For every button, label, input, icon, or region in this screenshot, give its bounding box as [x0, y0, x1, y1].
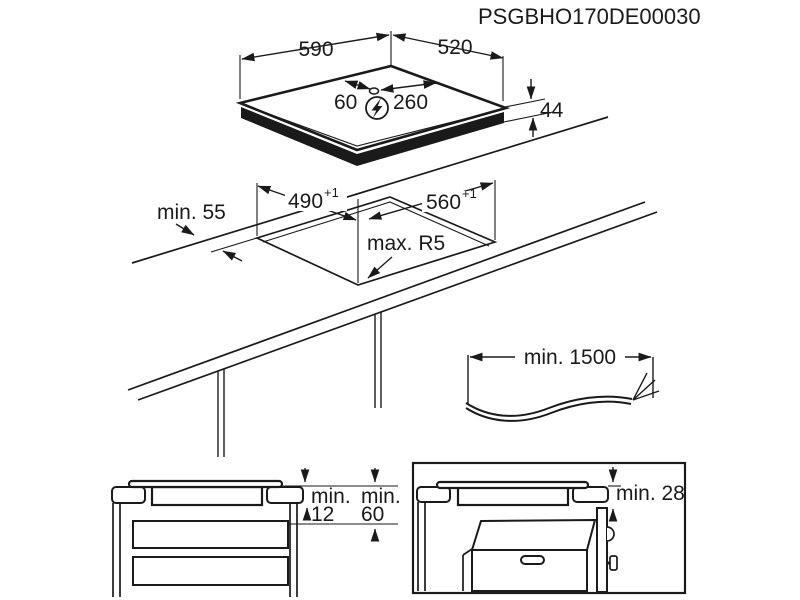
dimension-max-r5: max. R5 — [367, 232, 445, 279]
oven-top-face — [470, 518, 597, 551]
dimension-520: 520 — [392, 33, 504, 101]
worktop-section-left — [111, 486, 146, 504]
dimension-560: 560 +1 — [368, 180, 496, 240]
connection-offset-left-label: 60 — [334, 91, 357, 114]
cabinet-sides — [112, 503, 298, 597]
drawer-clearance-min-label-b: min. — [361, 485, 401, 508]
dimension-44: 44 — [503, 79, 564, 137]
cutout-depth-tolerance: +1 — [462, 186, 477, 201]
cutout-width-label: 490 — [288, 190, 323, 213]
lightning-bolt-icon — [365, 96, 389, 120]
oven-side-panel — [596, 507, 608, 593]
hob-body-side — [241, 107, 504, 166]
drawer-front-bottom — [132, 556, 289, 586]
dimension-min-12: min. 12 — [283, 468, 398, 526]
worktop-front-edge-bottom — [137, 211, 658, 401]
worktop-leg-left — [217, 369, 225, 457]
hob-isometric-view — [235, 64, 511, 166]
worktop-leg-right — [374, 312, 382, 408]
worktop-section-right — [266, 486, 304, 504]
dimension-min-55: min. 55 — [157, 201, 258, 262]
hob-box-section-2 — [456, 485, 570, 507]
hob-depth-label: 520 — [437, 36, 472, 59]
dimension-min-60: min. 60 — [288, 468, 401, 542]
oven-clearance-label: min. 28 — [616, 482, 685, 505]
hob-glass-section-2 — [435, 480, 590, 490]
rear-clearance-label: min. 55 — [157, 201, 226, 224]
drawer-clearance-value-a: 12 — [311, 503, 334, 526]
cabinet-side-left-2 — [417, 502, 426, 591]
cable-wire-ends — [632, 372, 660, 401]
cable-outline-top — [465, 395, 633, 417]
drawer-installation-view: min. 12 min. 60 — [111, 468, 401, 597]
corner-radius-label: max. R5 — [367, 232, 445, 255]
dimension-590: 590 — [239, 31, 392, 99]
cable-outline-bottom — [465, 400, 632, 422]
dimension-490: 490 +1 — [256, 183, 359, 283]
dimension-min-28: min. 28 — [608, 467, 685, 522]
worktop-drawing — [127, 116, 658, 457]
hob-glass-section — [127, 479, 284, 489]
hob-width-label: 590 — [298, 38, 333, 61]
dimension-260: 260 — [380, 80, 437, 114]
worktop-section-right-2 — [572, 486, 609, 503]
hob-height-label: 44 — [540, 99, 564, 122]
worktop-front-edge-top — [127, 201, 646, 391]
hob-box-section — [150, 485, 264, 507]
product-code-title: PSGBHO170DE00030 — [478, 4, 701, 29]
cable-length-label: min. 1500 — [524, 346, 616, 369]
connection-offset-right-label: 260 — [393, 91, 428, 114]
worktop-section-left-2 — [416, 486, 451, 503]
drawer-clearance-min-label-a: min. — [311, 485, 351, 508]
dimension-60: 60 — [334, 80, 371, 114]
oven-handle — [520, 555, 545, 565]
hob-glass-rim — [243, 104, 501, 147]
oven-installation-view: min. 28 — [411, 461, 687, 595]
mains-cable-drawing: min. 1500 — [465, 345, 660, 422]
cutout-depth-label: 560 — [426, 191, 461, 214]
oven-drawing — [462, 507, 618, 593]
oven-hinge-bump — [606, 526, 615, 542]
oven-knob — [609, 555, 618, 571]
drawer-clearance-value-b: 60 — [361, 503, 384, 526]
drawer-front-top — [132, 520, 289, 549]
connection-point-oval — [368, 87, 380, 95]
cutout-width-tolerance: +1 — [324, 185, 339, 200]
